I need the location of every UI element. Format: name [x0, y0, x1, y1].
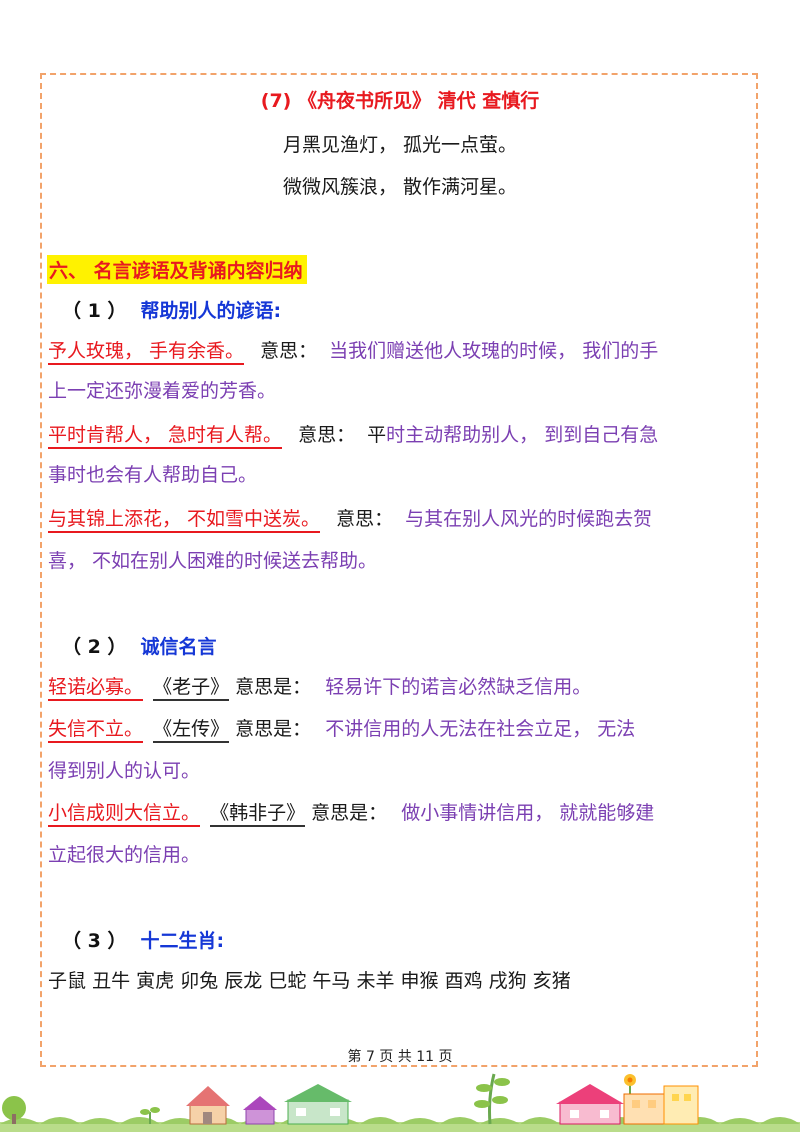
part2-heading: （ 2 ） 诚信名言 — [62, 632, 216, 659]
quote-saying: 失信不立。 — [48, 718, 144, 743]
house-icon — [186, 1086, 230, 1125]
footer-decoration — [0, 1073, 800, 1132]
part1-number: （ 1 ） — [62, 300, 127, 322]
quote-3-cont: 立起很大的信用。 — [48, 844, 201, 866]
proverb-2-cont: 事时也会有人帮助自己。 — [48, 464, 258, 486]
part1-heading: （ 1 ） 帮助别人的谚语: — [62, 296, 281, 323]
meaning-label: 意思是： — [311, 802, 388, 824]
meaning-text: 轻易许下的诺言必然缺乏信用。 — [325, 676, 592, 698]
meaning-label: 意思： — [298, 424, 356, 446]
sprout-icon — [140, 1107, 160, 1124]
poem-line-2: 微微风簇浪， 散作满河星。 — [282, 176, 518, 198]
meaning-text: 时主动帮助别人， 到到自己有急 — [386, 424, 659, 446]
part2-number: （ 2 ） — [62, 636, 127, 658]
meaning-text: 与其在别人风光的时候跑去贺 — [405, 508, 653, 530]
page-number: 第 7 页 共 11 页 — [347, 1049, 453, 1065]
zodiac-item: 丑牛 — [92, 970, 131, 992]
part3-heading: （ 3 ） 十二生肖: — [62, 926, 224, 953]
quote-saying: 轻诺必寡。 — [48, 676, 144, 701]
meaning-label: 意思是： — [235, 676, 312, 698]
quote-saying: 小信成则大信立。 — [48, 802, 201, 827]
meaning-prefix: 平 — [367, 424, 387, 446]
meaning-text: 做小事情讲信用， 就就能够建 — [401, 802, 655, 824]
zodiac-item: 寅虎 — [136, 970, 175, 992]
quote-1: 轻诺必寡。 《老子》 意思是： 轻易许下的诺言必然缺乏信用。 — [48, 674, 592, 701]
zodiac-item: 辰龙 — [224, 970, 263, 992]
proverb-saying: 予人玫瑰， 手有余香。 — [48, 340, 245, 365]
part2-title: 诚信名言 — [140, 636, 217, 658]
quote-3: 小信成则大信立。 《韩非子》 意思是： 做小事情讲信用， 就就能够建 — [48, 800, 655, 827]
zodiac-item: 酉鸡 — [444, 970, 483, 992]
meaning-text: 不讲信用的人无法在社会立足， 无法 — [325, 718, 636, 740]
page-border — [40, 73, 758, 1067]
zodiac-item: 戌狗 — [488, 970, 527, 992]
quote-2: 失信不立。 《左传》 意思是： 不讲信用的人无法在社会立足， 无法 — [48, 716, 636, 743]
proverb-3: 与其锦上添花， 不如雪中送炭。 意思： 与其在别人风光的时候跑去贺 — [48, 506, 653, 533]
proverb-saying: 平时肯帮人， 急时有人帮。 — [48, 424, 283, 449]
zodiac-item: 未羊 — [356, 970, 395, 992]
zodiac-item: 午马 — [312, 970, 351, 992]
house-icon — [284, 1084, 352, 1125]
proverb-2: 平时肯帮人， 急时有人帮。 意思： 平时主动帮助别人， 到到自己有急 — [48, 422, 659, 449]
tree-icon — [2, 1096, 26, 1124]
quote-source: 《老子》 — [153, 676, 230, 701]
plant-icon — [474, 1073, 510, 1125]
meaning-label: 意思： — [336, 508, 394, 530]
zodiac-item: 子鼠 — [48, 970, 87, 992]
meaning-text: 当我们赠送他人玫瑰的时候， 我们的手 — [329, 340, 659, 362]
quote-source: 《左传》 — [153, 718, 230, 743]
poem-title: (7) 《舟夜书所见》 清代 查慎行 — [260, 90, 540, 112]
zodiac-item: 申猴 — [400, 970, 439, 992]
zodiac-item: 卯兔 — [180, 970, 219, 992]
proverb-3-cont: 喜， 不如在别人困难的时候送去帮助。 — [48, 550, 378, 572]
building-icon — [623, 1085, 699, 1125]
part3-number: （ 3 ） — [62, 930, 127, 952]
proverb-1: 予人玫瑰， 手有余香。 意思： 当我们赠送他人玫瑰的时候， 我们的手 — [48, 338, 659, 365]
zodiac-item: 巳蛇 — [268, 970, 307, 992]
house-icon — [556, 1084, 624, 1125]
section-title: 六、 名言谚语及背诵内容归纳 — [47, 255, 307, 284]
meaning-label: 意思是： — [235, 718, 312, 740]
proverb-1-cont: 上一定还弥漫着爱的芳香。 — [48, 380, 277, 402]
proverb-saying: 与其锦上添花， 不如雪中送炭。 — [48, 508, 321, 533]
quote-2-cont: 得到别人的认可。 — [48, 760, 201, 782]
house-icon — [243, 1096, 277, 1125]
grass-strip — [0, 1117, 800, 1132]
quote-source: 《韩非子》 — [210, 802, 306, 827]
meaning-label: 意思： — [260, 340, 318, 362]
part3-title: 十二生肖: — [140, 930, 225, 952]
zodiac-list: 子鼠 丑牛 寅虎 卯兔 辰龙 巳蛇 午马 未羊 申猴 酉鸡 戌狗 亥猪 — [48, 968, 571, 994]
poem-line-1: 月黑见渔灯， 孤光一点萤。 — [282, 134, 518, 156]
part1-title: 帮助别人的谚语: — [140, 300, 282, 322]
zodiac-item: 亥猪 — [532, 970, 571, 992]
